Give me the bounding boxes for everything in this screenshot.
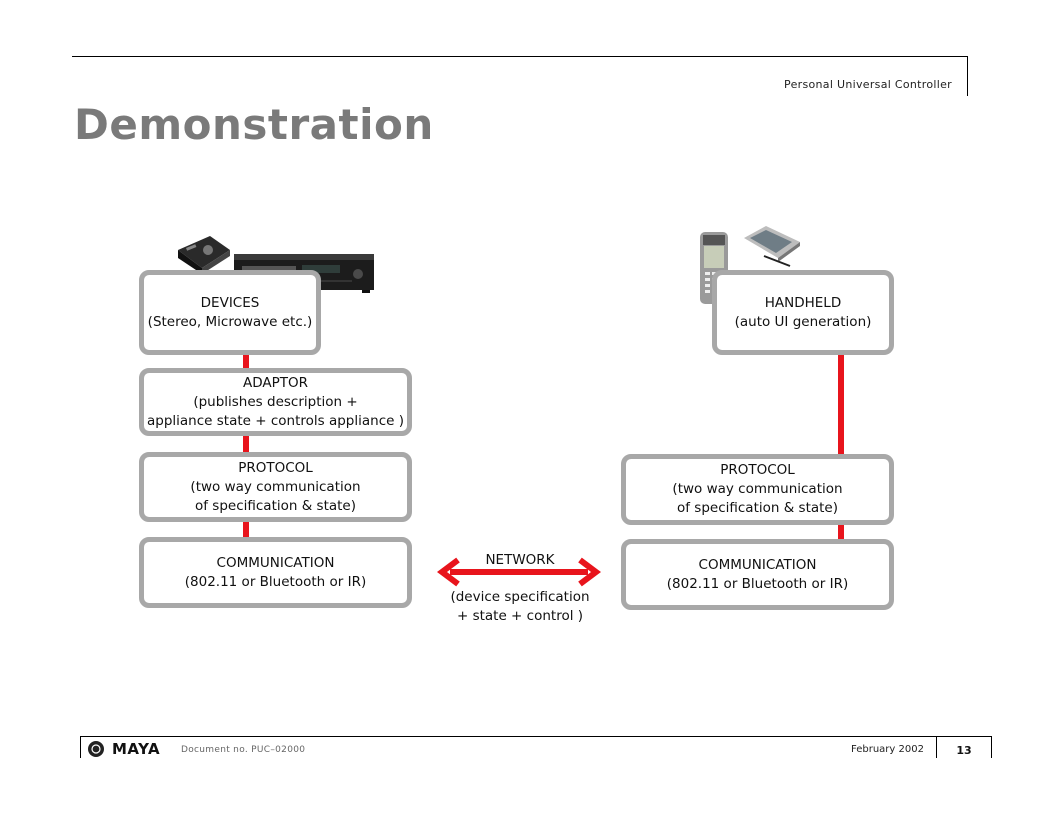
header-rule (72, 56, 968, 57)
product-name: Personal Universal Controller (784, 78, 952, 91)
document-date: February 2002 (851, 744, 924, 755)
document-number: Document no. PUC–02000 (181, 745, 306, 755)
maya-logo-text: MAYA (112, 740, 161, 758)
right-protocol-box: PROTOCOL (two way communication of speci… (621, 454, 894, 525)
network-description: (device specification + state + control … (450, 589, 590, 624)
adaptor-box: ADAPTOR (publishes description + applian… (139, 368, 412, 436)
page-number: 13 (956, 744, 972, 757)
header-rule-vertical (967, 56, 968, 96)
handheld-label: HANDHELD (auto UI generation) (734, 294, 872, 330)
right-protocol-label: PROTOCOL (two way communication of speci… (672, 462, 843, 516)
left-protocol-box: PROTOCOL (two way communication of speci… (139, 452, 412, 522)
pda-icon (744, 226, 800, 267)
footer-rule-right (991, 736, 992, 758)
left-wire-protocol-communication (243, 520, 249, 540)
network-arrow-icon (437, 557, 601, 587)
footer-rule-divider (936, 736, 937, 758)
page-title: Demonstration (74, 100, 434, 149)
portable-player-icon (178, 236, 230, 274)
maya-logo-icon (88, 741, 104, 757)
left-protocol-label: PROTOCOL (two way communication of speci… (190, 459, 361, 514)
left-wire-devices-adaptor (243, 352, 249, 372)
devices-label: DEVICES (Stereo, Microwave etc.) (147, 294, 313, 330)
network-label: NETWORK (485, 552, 555, 568)
footer-rule (80, 736, 992, 737)
footer-rule-left (80, 736, 81, 758)
left-wire-adaptor-protocol (243, 434, 249, 456)
right-wire-handheld-protocol (838, 352, 844, 458)
right-wire-protocol-communication (838, 522, 844, 542)
handheld-box: HANDHELD (auto UI generation) (712, 270, 894, 355)
right-communication-box: COMMUNICATION (802.11 or Bluetooth or IR… (621, 539, 894, 610)
right-communication-label: COMMUNICATION (802.11 or Bluetooth or IR… (666, 556, 849, 592)
left-communication-box: COMMUNICATION (802.11 or Bluetooth or IR… (139, 537, 412, 608)
devices-box: DEVICES (Stereo, Microwave etc.) (139, 270, 321, 355)
left-communication-label: COMMUNICATION (802.11 or Bluetooth or IR… (184, 554, 367, 590)
adaptor-label: ADAPTOR (publishes description + applian… (146, 374, 404, 429)
